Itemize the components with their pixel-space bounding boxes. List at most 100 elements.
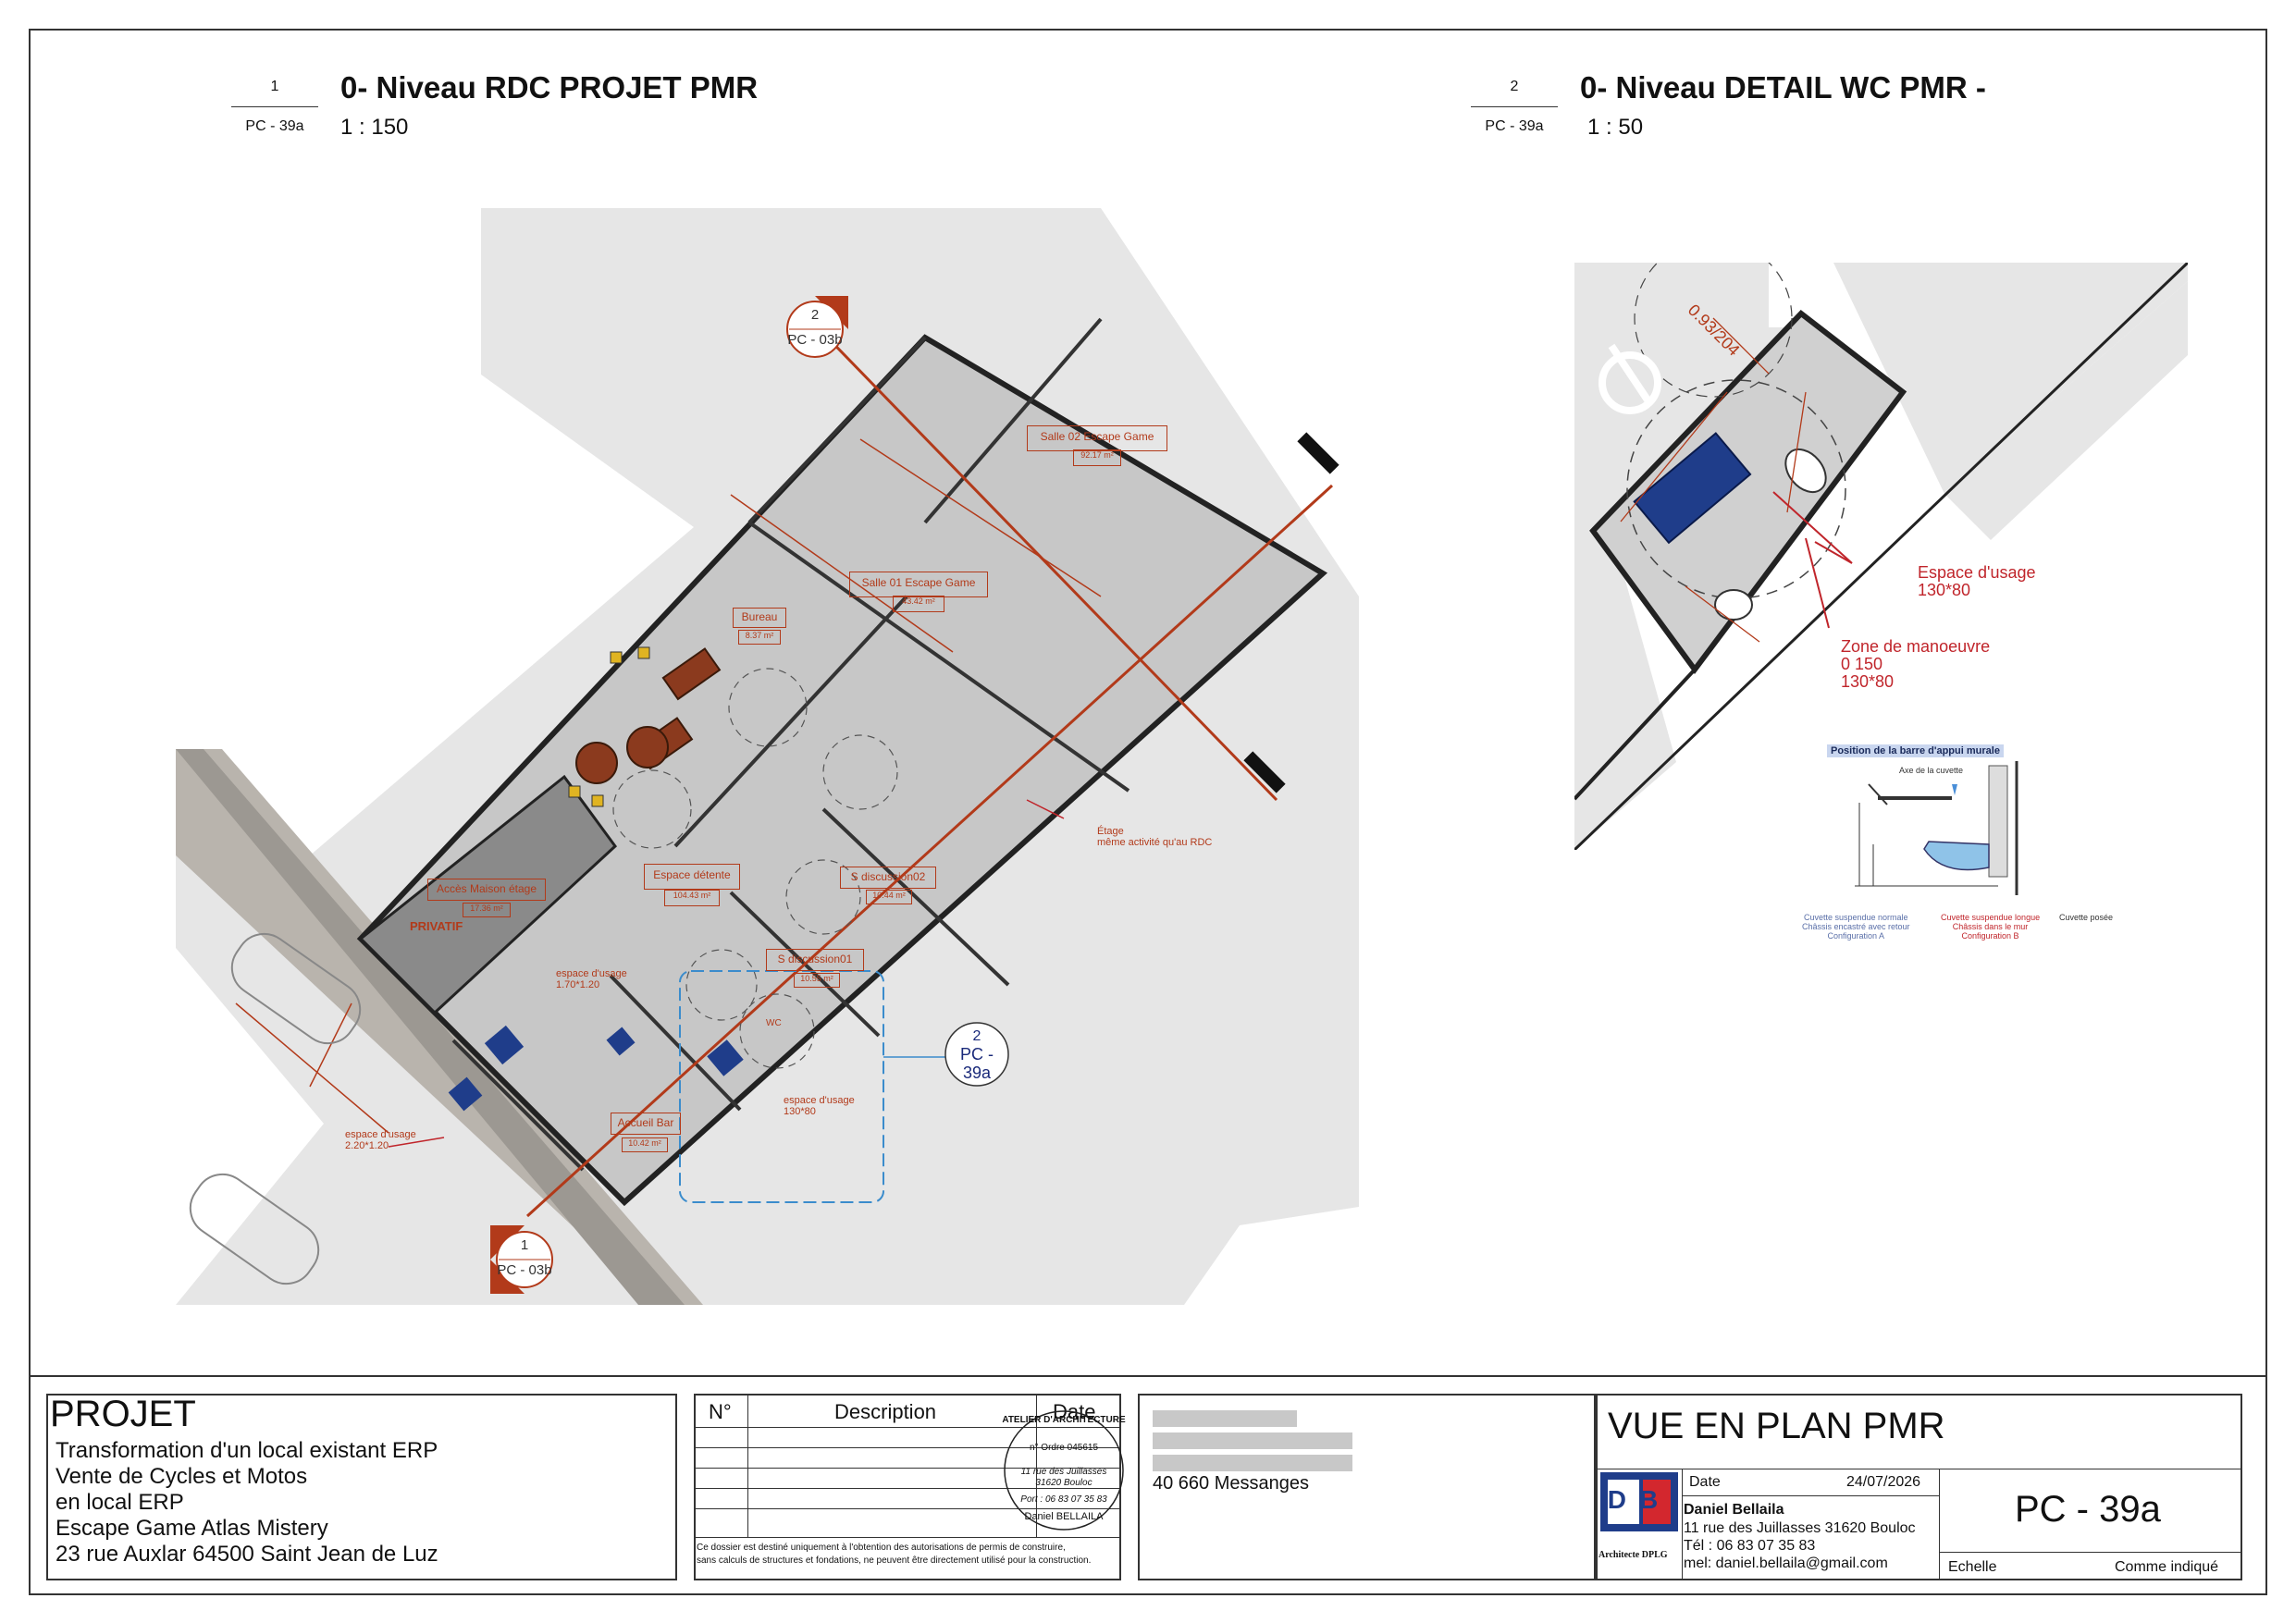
caption-b-line2: Châssis dans le mur [1952,922,2029,931]
note-espace-usage: Espace d'usage 130*80 [1918,564,2036,599]
architect-stamp: ATELIER D'ARCHITECTURE n° Ordre 045615 1… [999,1406,1129,1535]
view2-ref: PC - 39a [1471,106,1558,135]
note-usage-1-line2: 1.70*1.20 [556,979,600,990]
note-zone-manoeuvre: Zone de manoeuvre 0 150 130*80 [1841,638,1990,691]
title-block-outline [29,1375,2267,1595]
project-line-2: Vente de Cycles et Motos [56,1464,308,1489]
note-zone-manoeuvre-line2: 0 150 [1841,655,1883,673]
stamp-line6: Daniel BELLAILA [1024,1511,1104,1522]
view1-header: 1 PC - 39a [231,79,318,135]
note-usage-1-line1: espace d'usage [556,968,627,979]
project-box [46,1394,677,1580]
drawing-frame [29,29,2267,1595]
disclaimer-line1: Ce dossier est destiné uniquement à l'ob… [697,1543,1066,1553]
view2-title: 0- Niveau DETAIL WC PMR - [1580,70,1986,105]
note-espace-usage-line1: Espace d'usage [1918,563,2036,582]
view1-ref: PC - 39a [231,106,318,135]
project-line-3: en local ERP [56,1490,184,1515]
room-area-espace-detente: 104.43 m² [664,890,720,906]
room-label-salle02: Salle 02 Escape Game [1027,425,1167,451]
date-value: 24/07/2026 [1846,1474,1921,1490]
note-usage-2-line2: 2.20*1.20 [345,1140,389,1151]
section-tag-1-num: 1 [520,1237,529,1253]
note-usage-3-line1: espace d'usage [784,1095,855,1106]
architect-logo: DB [1600,1472,1678,1546]
note-etage-line2: même activité qu'au RDC [1097,837,1213,848]
rev-header-num: N° [709,1400,732,1423]
redacted-bar-1 [1153,1410,1297,1427]
stamp-line2: n° Ordre 045615 [1029,1443,1099,1453]
bar-diagram-axis-label: Axe de la cuvette [1899,766,1964,775]
caption-a-line3: Configuration A [1827,931,1885,941]
room-label-bureau: Bureau [733,608,786,628]
note-usage-3-line2: 130*80 [784,1106,816,1117]
stamp-line3: 11 rue des Juillasses [1020,1467,1107,1477]
view1-number: 1 [270,79,279,94]
bar-diagram [1855,761,2018,895]
wc-label: WC [766,1018,782,1028]
room-label-acces-maison: Accès Maison étage [427,879,546,901]
project-line-5: 23 rue Auxlar 64500 Saint Jean de Luz [56,1542,438,1567]
section-tag-2-num: 2 [810,307,820,323]
redacted-bar-2 [1153,1432,1352,1449]
detail-callout-box [679,970,884,1203]
caption-b-line1: Cuvette suspendue longue [1941,913,2041,922]
view2-header: 2 PC - 39a [1471,79,1558,135]
stamp-line1: ATELIER D'ARCHITECTURE [1002,1415,1126,1425]
room-area-salle02: 92.17 m² [1073,449,1121,466]
project-heading: PROJET [50,1394,196,1434]
detail-callout-ref2: 39a [962,1064,992,1082]
logo-caption: Architecte DPLG [1599,1550,1668,1560]
sheet-number: PC - 39a [2015,1489,2161,1530]
detail-callout-num: 2 [972,1028,981,1044]
note-etage: Étage même activité qu'au RDC [1097,826,1212,848]
room-label-salle01: Salle 01 Escape Game [849,572,988,597]
note-usage-1: espace d'usage 1.70*1.20 [556,968,627,990]
room-area-accueil-bar: 10.42 m² [622,1137,668,1152]
caption-config-a: Cuvette suspendue normale Châssis encast… [1802,913,1910,941]
date-label: Date [1689,1474,1721,1490]
plan1-drawing [176,208,1359,1305]
caption-b-line3: Configuration B [1961,931,2019,941]
note-usage-2-line1: espace d'usage [345,1129,416,1140]
detail-callout-tag: 2 PC - 39a [944,1021,1010,1088]
room-area-s-discussion02: 10.44 m² [866,890,912,904]
private-zone [358,774,618,1015]
disclaimer-line2: sans calculs de structures et fondations… [697,1555,1092,1566]
building-outline [356,334,1328,1207]
section-line-1 [525,484,1334,1218]
section-tag-1-ref: PC - 03b [497,1262,552,1278]
note-etage-line1: Étage [1097,826,1124,837]
stamp-line4: 31620 Bouloc [1035,1478,1092,1488]
sheet-title: VUE EN PLAN PMR [1608,1406,1945,1446]
view2-number: 2 [1510,79,1519,94]
scale-value: Comme indiqué [2115,1559,2219,1575]
privatif-label: PRIVATIF [410,919,463,933]
logo-text: DB [1607,1485,1672,1514]
room-area-salle01: 43.42 m² [893,596,944,612]
caption-config-b: Cuvette suspendue longue Châssis dans le… [1941,913,2040,941]
stamp-line5: Port : 06 83 07 35 83 [1020,1494,1107,1505]
messages-text: 40 660 Messanges [1153,1473,1310,1494]
room-area-s-discussion01: 10.55 m² [794,973,840,988]
section-tag-1: 1 PC - 03b [490,1225,559,1294]
project-line-4: Escape Game Atlas Mistery [56,1516,328,1541]
bar-diagram-title: Position de la barre d'appui murale [1827,744,2004,757]
note-zone-manoeuvre-line1: Zone de manoeuvre [1841,637,1991,656]
section-tag-2: 2 PC - 03b [782,296,848,363]
plan2-drawing [1574,263,2188,850]
address-box [1138,1394,1596,1580]
caption-a-line1: Cuvette suspendue normale [1803,913,1908,922]
room-area-acces-maison: 17.36 m² [463,903,511,917]
rev-header-description: Description [834,1400,937,1423]
note-usage-3: espace d'usage 130*80 [784,1095,855,1117]
sheet-info-box [1596,1394,2242,1580]
room-label-s-discussion02: S discussion02 [840,867,936,889]
room-label-s-discussion01: S discussion01 [766,949,864,971]
note-zone-manoeuvre-line3: 130*80 [1841,672,1895,691]
section-line-2 [812,322,1278,802]
wheelchair-symbol [1633,432,1752,545]
view2-scale: 1 : 50 [1587,115,1644,140]
redacted-bar-3 [1153,1455,1352,1471]
room-label-accueil-bar: Accueil Bar [611,1113,681,1135]
